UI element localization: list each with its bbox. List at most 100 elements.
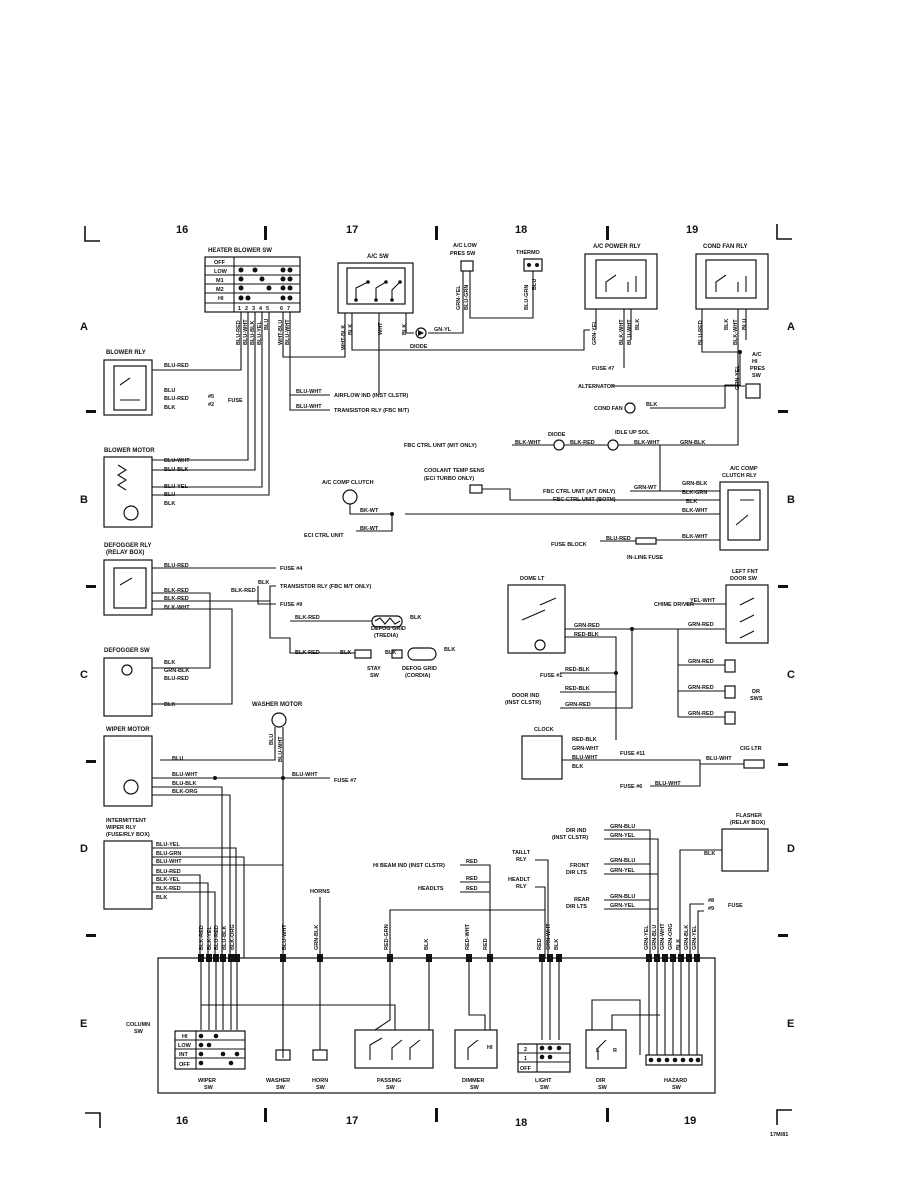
ac-power-relay: A/C POWER RLY GRN-YEL BLK-WHT BLU-WHT BL… xyxy=(584,244,658,345)
wire-blk-wht-1: BLK-WHT xyxy=(619,319,625,345)
wire-blk-16: BLK xyxy=(572,764,583,770)
defog-grid-tredia: DEFOG GRID (TREDIA) BLK-RED BLK xyxy=(290,615,421,639)
front-dir-lts-label-1: FRONT xyxy=(570,863,590,869)
diode-label-a: DIODE xyxy=(410,344,428,350)
flasher-label-2: (RELAY BOX) xyxy=(730,820,765,826)
wire-blu-red-6: BLU-RED xyxy=(164,563,189,569)
wire-red-wht-1: RED-WHT xyxy=(465,923,471,950)
fuse-9-label: FUSE #9 xyxy=(280,602,302,608)
defog-grid-cordia-label-1: DEFOG GRID xyxy=(402,666,437,672)
ac-hi-pres-label-2: HI xyxy=(752,359,758,365)
row-label-c-right: C xyxy=(787,669,795,681)
idle-up-sol-label: IDLE UP SOL xyxy=(615,430,650,436)
wire-blu-red-2: BLU-RED xyxy=(698,320,704,345)
ac-low-pres-sw-label-1: A/C LOW xyxy=(453,243,478,249)
wire-grn-blk-2: GRN-BLK xyxy=(682,481,707,487)
wire-blu-red-8: BLU-RED xyxy=(156,869,181,875)
wire-blu-wht-12: BLU-WHT xyxy=(292,772,318,778)
dir-r-label: R xyxy=(613,1048,617,1054)
wire-wht-blk-1: WHT-BLK xyxy=(341,325,347,350)
fuse-2-label: #2 xyxy=(208,402,214,408)
fbc-ctrl-unit-mt-label: FBC CTRL UNIT (M/T ONLY) xyxy=(404,443,477,449)
hi-beam-ind-label: HI BEAM IND (INST CLSTR) xyxy=(373,863,445,869)
column-sw-label-1: COLUMN xyxy=(126,1022,150,1028)
dimmer-hi-label: HI xyxy=(487,1045,493,1051)
stay-sw-label-1: STAY xyxy=(367,666,381,672)
blower-term-1: 1 xyxy=(238,306,241,312)
wire-blk-3: BLK xyxy=(635,319,641,330)
wiper-sw-label-1: WIPER xyxy=(198,1078,216,1084)
dir-sw-label-1: DIR xyxy=(596,1078,606,1084)
light-sw-label-2: SW xyxy=(540,1085,550,1091)
wire-blk-red-6: BLK-RED xyxy=(295,650,320,656)
washer-sw-label-2: SW xyxy=(276,1085,286,1091)
wire-blu-wht-5: BLU-WHT xyxy=(296,404,322,410)
defog-grid-tredia-label-2: (TREDIA) xyxy=(374,633,398,639)
blower-term-3: 3 xyxy=(252,306,255,312)
blower-term-4: 4 xyxy=(259,306,263,312)
column-switch: COLUMN SW xyxy=(126,954,716,1094)
wire-blk-wht-3: BLK-WHT xyxy=(515,440,541,446)
door-ind-label-2: (INST CLSTR) xyxy=(505,700,541,706)
horn-sw-label-2: SW xyxy=(316,1085,326,1091)
wire-blu-wht-2: BLU-WHT xyxy=(285,319,291,345)
wiper-pos-int: INT xyxy=(179,1052,189,1058)
wire-blk-8: BLK xyxy=(686,499,697,505)
wire-blu-wht-4: BLU-WHT xyxy=(296,389,322,395)
wire-grn-blu-3: GRN-BLU xyxy=(610,894,635,900)
wire-blk-7: BLK xyxy=(164,501,175,507)
wiper-motor-label: WIPER MOTOR xyxy=(106,727,150,733)
wire-blk-wht-7: BLK-WHT xyxy=(164,605,190,611)
airflow-ind-label: AIRFLOW IND (INST CLSTR) xyxy=(334,393,408,399)
wire-grn-blk-4: GRN-BLK xyxy=(314,925,320,950)
wire-red-1: RED xyxy=(466,859,478,865)
wire-blu-red-7: BLU-RED xyxy=(164,676,189,682)
blower-term-5: 5 xyxy=(266,306,269,312)
wire-red-blk-3: RED-BLK xyxy=(565,686,590,692)
wire-red-5: RED xyxy=(537,938,543,950)
wire-blu-blk-1: BLU-BLK xyxy=(250,321,256,345)
wire-red-blk-1: RED-BLK xyxy=(574,632,599,638)
wire-blk-11: BLK xyxy=(340,650,351,656)
fuse-8-label: #8 xyxy=(708,898,714,904)
wire-blk-18: BLK xyxy=(704,851,715,857)
defogger-switch: DEFOGGER SW BLK GRN-BLK BLU-RED BLK xyxy=(103,648,189,717)
row-label-b-right: B xyxy=(787,494,795,506)
fuse-4-label: FUSE #4 xyxy=(280,566,303,572)
row-label-d-right: D xyxy=(787,843,795,855)
wiper-sw-label-2: SW xyxy=(204,1085,214,1091)
wire-grn-yel-6: GRN-YEL xyxy=(610,903,635,909)
passing-sw-label-2: SW xyxy=(386,1085,396,1091)
wire-red-2: RED xyxy=(466,876,478,882)
diode-label-b: DIODE xyxy=(548,432,566,438)
col-label-16-top: 16 xyxy=(176,224,188,236)
ac-low-pres-sw-label-2: PRES SW xyxy=(450,251,476,257)
blower-relay: BLOWER RLY BLU-RED BLU BLU-RED BLK #5 #2… xyxy=(103,350,243,416)
cond-fan-rly-label: COND FAN RLY xyxy=(703,244,747,250)
wire-grn-red-6: GRN-RED xyxy=(688,711,714,717)
ac-comp-clutch-rly-label-2: CLUTCH RLY xyxy=(722,473,757,479)
wire-wht-1: WHT xyxy=(378,322,384,335)
wire-grn-red-3: GRN-RED xyxy=(565,702,591,708)
wire-blk-red-7: BLK-RED xyxy=(156,886,181,892)
wire-blk-12: BLK xyxy=(385,650,396,656)
wire-blk-14: BLK xyxy=(164,660,175,666)
wire-blk-grn-1: BLK-GRN xyxy=(682,490,707,496)
wire-blu-wht-14: BLU-WHT xyxy=(282,924,288,950)
wiper-pos-low: LOW xyxy=(178,1043,192,1049)
left-fnt-door-sw-label-1: LEFT FNT xyxy=(732,569,759,575)
intermittent-wiper-relay: INTERMITTENT WIPER RLY (FUSE/RLY BOX) BL… xyxy=(103,818,283,958)
eci-ctrl-unit-label: ECI CTRL UNIT xyxy=(304,533,344,539)
alternator-label: ALTERNATOR xyxy=(578,384,615,390)
wire-blu-grn-3: BLU-GRN xyxy=(156,851,181,857)
wire-blk-wht-5: BLK-WHT xyxy=(682,508,708,514)
wire-blk-red-4: BLK-RED xyxy=(231,588,256,594)
dr-sws-label-1: DR xyxy=(752,689,760,695)
blower-term-2: 2 xyxy=(245,306,248,312)
wire-grn-yel-4: GRN-YEL xyxy=(610,833,635,839)
wire-blu-red-5: BLU-RED xyxy=(606,536,631,542)
clock-label: CLOCK xyxy=(534,727,554,733)
wire-grn-yel-5: GRN-YEL xyxy=(610,868,635,874)
col-label-18-top: 18 xyxy=(515,224,527,236)
